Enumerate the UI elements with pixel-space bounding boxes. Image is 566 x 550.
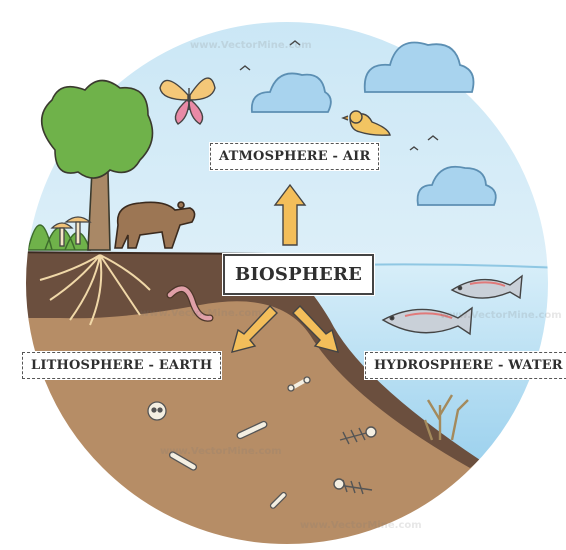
bone-icon — [287, 376, 311, 392]
tree-icon — [40, 79, 154, 251]
bone-icon — [236, 420, 268, 440]
arrow-down-left-icon — [231, 304, 278, 353]
watermark: www.VectorMine.com — [190, 40, 312, 51]
fish-skeleton-icon — [333, 478, 373, 495]
atmosphere-label: ATMOSPHERE - AIR — [210, 143, 380, 170]
lithosphere-label: LITHOSPHERE - EARTH — [22, 352, 222, 379]
fish-icon — [450, 274, 523, 300]
coral-icon — [423, 394, 469, 441]
bone-icon — [168, 451, 198, 471]
arrow-up-icon — [273, 183, 307, 246]
watermark: www.VectorMine.com — [140, 308, 262, 319]
cloud-icon — [416, 165, 497, 206]
mushroom-icon — [50, 216, 92, 247]
bone-icon — [269, 491, 287, 509]
fish-skeleton-icon — [339, 426, 377, 445]
fish-icon — [381, 306, 473, 336]
bird-icon — [341, 110, 391, 136]
watermark: www.VectorMine.com — [300, 520, 422, 531]
bear-icon — [114, 201, 196, 249]
watermark: www.VectorMine.com — [160, 446, 282, 457]
butterfly-icon — [159, 77, 216, 125]
soil-region — [25, 260, 549, 545]
biosphere-label: BIOSPHERE — [223, 254, 375, 295]
skull-icon — [147, 401, 167, 421]
hydrosphere-label: HYDROSPHERE - WATER — [365, 352, 566, 379]
watermark: www.VectorMine.com — [440, 310, 562, 321]
cloud-icon — [250, 72, 332, 113]
arrow-down-right-icon — [292, 304, 339, 353]
bird-flock-icon — [239, 40, 439, 151]
roots-icon — [39, 254, 151, 326]
topsoil-band — [25, 252, 480, 468]
cloud-icon — [363, 41, 475, 93]
